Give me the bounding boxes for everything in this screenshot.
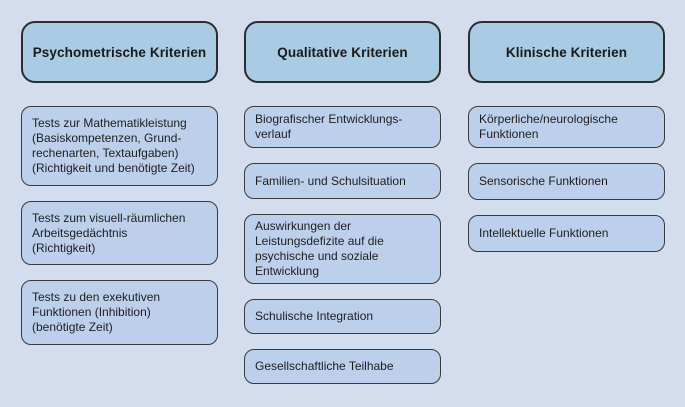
criteria-box-gesellschaftliche-teilhabe: Gesellschaftliche Teilhabe <box>244 349 441 384</box>
criteria-text: Tests zum visuell-räumlichen Arbeitsgedä… <box>32 210 186 255</box>
criteria-text: Schulische Integration <box>255 309 374 323</box>
criteria-text: Gesellschaftliche Teilhabe <box>255 359 394 373</box>
column-qualitative-kriterien: Qualitative Kriterien Biografischer Entw… <box>244 21 441 384</box>
criteria-box-arbeitsgedaechtnis: Tests zum visuell-räumlichen Arbeitsgedä… <box>21 201 218 265</box>
column-header-psychometrische: Psychometrische Kriterien <box>21 21 218 83</box>
criteria-text: Intellektuelle Funktionen <box>479 226 609 240</box>
criteria-text: Tests zu den exekutiven Funktionen (Inhi… <box>32 290 161 334</box>
criteria-text: Körperliche/neurologische Funktionen <box>479 112 618 141</box>
criteria-box-exekutive-funktionen: Tests zu den exekutiven Funktionen (Inhi… <box>21 280 218 345</box>
criteria-box-entwicklungsverlauf: Biografischer Entwicklungs- verlauf <box>244 106 441 148</box>
column-header-label: Klinische Kriterien <box>505 44 628 60</box>
column-klinische-kriterien: Klinische Kriterien Körperliche/neurolog… <box>468 21 665 252</box>
criteria-box-sensorische-funktionen: Sensorische Funktionen <box>468 163 665 200</box>
criteria-text: Auswirkungen der Leistungsdefizite auf d… <box>255 219 384 278</box>
criteria-text: Sensorische Funktionen <box>479 174 608 188</box>
column-header-qualitative: Qualitative Kriterien <box>244 21 441 83</box>
column-header-label: Qualitative Kriterien <box>277 44 408 60</box>
criteria-text: Biografischer Entwicklungs- verlauf <box>255 112 403 141</box>
criteria-text: Familien- und Schulsituation <box>255 173 406 188</box>
column-psychometrische-kriterien: Psychometrische Kriterien Tests zur Math… <box>21 21 218 345</box>
column-header-klinische: Klinische Kriterien <box>468 21 665 83</box>
criteria-box-mathematikleistung: Tests zur Mathematikleistung (Basiskompe… <box>21 106 218 186</box>
criteria-box-schulische-integration: Schulische Integration <box>244 299 441 334</box>
criteria-box-koerperliche-funktionen: Körperliche/neurologische Funktionen <box>468 106 665 148</box>
criteria-box-intellektuelle-funktionen: Intellektuelle Funktionen <box>468 215 665 252</box>
criteria-text: Tests zur Mathematikleistung (Basiskompe… <box>32 116 195 175</box>
criteria-box-familien-schulsituation: Familien- und Schulsituation <box>244 163 441 199</box>
criteria-box-auswirkungen: Auswirkungen der Leistungsdefizite auf d… <box>244 214 441 284</box>
column-header-label: Psychometrische Kriterien <box>32 44 207 60</box>
